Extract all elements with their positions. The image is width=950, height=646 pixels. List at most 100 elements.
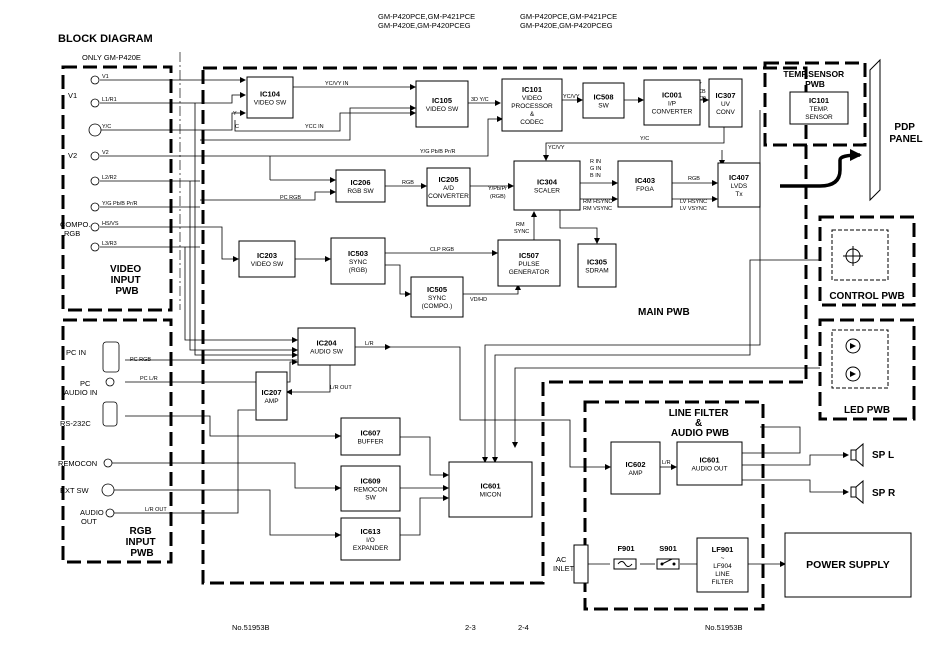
- block-ic304-line-0: IC304: [537, 178, 558, 187]
- model-list-left-1: GM-P420PCE,GM-P421PCE: [378, 12, 475, 21]
- ac-inlet-connector: [573, 544, 589, 584]
- svg-text:C: C: [235, 124, 239, 130]
- block-ic203-line-1: VIDEO SW: [251, 261, 284, 268]
- video-input-pwb-outline: [61, 65, 173, 312]
- led-pwb-label: LED PWB: [844, 405, 890, 416]
- block-ic204-line-1: AUDIO SW: [310, 349, 344, 356]
- svg-text:RGB: RGB: [64, 229, 80, 238]
- block-ic613-line-1: I/O: [366, 537, 375, 544]
- block-ic505-line-1: SYNC: [428, 295, 446, 302]
- temp-sensor-pwb-label: TEMP.SENSOR PWB: [783, 69, 846, 89]
- block-ic001-line-2: CONVERTER: [652, 109, 693, 116]
- svg-text:RM HSYNC: RM HSYNC: [583, 199, 612, 205]
- pdp-panel-label: PDP PANEL: [889, 122, 922, 145]
- svg-text:INLET: INLET: [553, 564, 575, 573]
- block-ic601-line-0: IC601: [480, 482, 500, 491]
- block-ic508-line-1: SW: [598, 103, 609, 110]
- page-number-right: 2-4: [518, 623, 529, 632]
- block-ic403-line-0: IC403: [635, 176, 655, 185]
- block-ic602-line-1: AMP: [628, 470, 642, 477]
- block-ic609-line-2: SW: [365, 495, 376, 502]
- svg-text:V1: V1: [102, 74, 109, 80]
- svg-text:V2: V2: [102, 150, 109, 156]
- signal-lines: [98, 77, 849, 567]
- block-ic407-line-2: Tx: [735, 191, 743, 198]
- line-filter-pwb-outline: [583, 400, 765, 611]
- switch-icon: [656, 558, 680, 570]
- block-lf901-line-0: LF901: [712, 545, 734, 554]
- svg-text:VD/HD: VD/HD: [470, 297, 487, 303]
- speaker-right-icon: [850, 479, 864, 505]
- only-model-note: ONLY GM-P420E: [82, 53, 141, 62]
- block-ic601-line-1: MICON: [480, 492, 502, 499]
- pc-audio-in-jack: [105, 377, 115, 387]
- block-ic104-line-0: IC104: [260, 90, 281, 99]
- svg-text:R IN: R IN: [590, 159, 601, 165]
- svg-text:YC/VY: YC/VY: [563, 94, 580, 100]
- block-ic307-line-0: IC307: [715, 91, 735, 100]
- connector-labels: V1 V2 COMPO. RGB PC IN PC AUDIO IN RS-23…: [58, 91, 575, 573]
- block-ic304-line-1: SCALER: [534, 188, 560, 195]
- input-jacks: [88, 75, 120, 518]
- hsvs-jack: [90, 222, 100, 232]
- block-ic602-line-0: IC602: [625, 460, 645, 469]
- svg-text:CR: CR: [698, 96, 706, 102]
- svg-text:CB: CB: [698, 89, 706, 95]
- block-ic613-line-0: IC613: [360, 527, 380, 536]
- block-ic105-line-1: VIDEO SW: [426, 106, 459, 113]
- led-area: [831, 329, 889, 389]
- block-lf901-line-4: FILTER: [712, 579, 734, 586]
- svg-text:V1: V1: [68, 91, 77, 100]
- svg-text:PC RGB: PC RGB: [280, 195, 301, 201]
- control-pwb-label: CONTROL PWB: [829, 291, 904, 302]
- control-pwb-outline: [818, 215, 916, 307]
- page-number-left: 2-3: [465, 623, 476, 632]
- model-list-right-1: GM-P420PCE,GM-P421PCE: [520, 12, 617, 21]
- svg-text:EXT SW: EXT SW: [60, 486, 90, 495]
- block-ic305-line-1: SDRAM: [585, 268, 608, 275]
- svg-text:L/R OUT: L/R OUT: [330, 385, 352, 391]
- ext-sw-jack: [101, 483, 115, 497]
- rs232c-connector: [102, 401, 118, 427]
- label-f901: F901: [617, 544, 634, 553]
- block-ic609-line-0: IC609: [360, 477, 380, 486]
- block-ic407-line-1: LVDS: [731, 183, 748, 190]
- svg-text:YCC IN: YCC IN: [305, 124, 324, 130]
- block-ic503-line-2: (RGB): [349, 267, 367, 274]
- block-lf901-line-3: LINE: [715, 571, 730, 578]
- svg-text:PC: PC: [80, 379, 91, 388]
- block-ic508-line-0: IC508: [593, 93, 613, 102]
- svg-text:PC IN: PC IN: [66, 348, 86, 357]
- block-ic403-line-1: FPGA: [636, 186, 654, 193]
- board-outlines: [61, 61, 916, 611]
- block-ic104-line-1: VIDEO SW: [254, 100, 287, 107]
- block-ic206-line-1: RGB SW: [347, 188, 374, 195]
- block-ic607-line-0: IC607: [360, 429, 380, 438]
- svg-text:Y/C: Y/C: [102, 124, 111, 130]
- main-pwb-label: MAIN PWB: [638, 307, 690, 318]
- block-ic307-line-1: UV: [721, 101, 731, 108]
- block-ic101-temp-line-1: TEMP.: [809, 106, 828, 113]
- block-ic305-line-0: IC305: [587, 258, 607, 267]
- doc-number-right: No.51953B: [705, 623, 743, 632]
- svg-text:L/R: L/R: [365, 341, 374, 347]
- l1r1-jack: [90, 98, 100, 108]
- svg-text:RS-232C: RS-232C: [60, 419, 91, 428]
- model-list-left-2: GM-P420E,GM-P420PCEG: [378, 21, 471, 30]
- svg-text:SYNC: SYNC: [514, 229, 529, 235]
